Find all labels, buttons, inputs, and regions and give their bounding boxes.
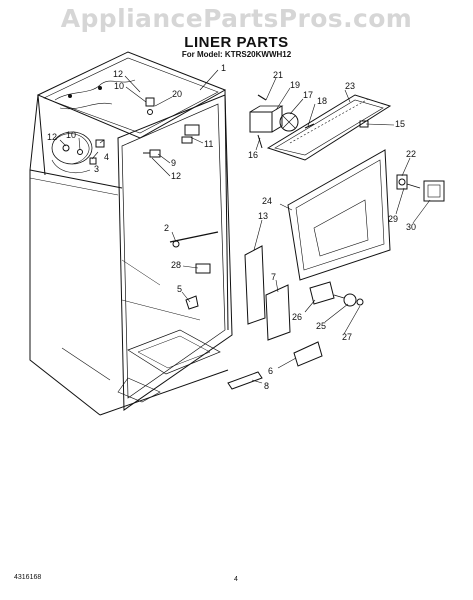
callout-8: 8 <box>264 381 269 391</box>
callout-26: 26 <box>292 312 302 322</box>
callout-16: 16 <box>248 150 258 160</box>
callout-18: 18 <box>317 96 327 106</box>
callout-21: 21 <box>273 70 283 80</box>
callout-5: 5 <box>177 284 182 294</box>
callout-27: 27 <box>342 332 352 342</box>
diagram-title: LINER PARTS <box>184 34 289 51</box>
model-line: For Model: KTRS20KWWH12 <box>181 50 292 59</box>
callout-10b: 10 <box>66 130 76 140</box>
callout-11: 11 <box>204 139 213 149</box>
callout-30: 30 <box>406 222 416 232</box>
freezer-back-panel <box>287 149 391 281</box>
page-number: 4 <box>234 576 238 583</box>
callout-1: 1 <box>221 63 226 73</box>
callout-numbers: 1 12 10 20 11 9 12 12 10 3 4 2 28 5 21 1… <box>47 63 416 391</box>
callout-19: 19 <box>290 80 300 90</box>
callout-2: 2 <box>164 223 169 233</box>
callout-24: 24 <box>262 196 272 206</box>
evaporator-top-panel <box>266 94 392 161</box>
control-knob-assembly <box>396 174 445 202</box>
bottom-strip <box>227 371 263 390</box>
callout-6: 6 <box>268 366 273 376</box>
cover-panel <box>265 284 291 341</box>
callout-25: 25 <box>316 321 326 331</box>
callout-15: 15 <box>395 119 405 129</box>
leader-lines <box>59 69 431 384</box>
callout-22: 22 <box>406 149 416 159</box>
callout-12b: 12 <box>171 171 181 181</box>
callout-3: 3 <box>94 164 99 174</box>
callout-17: 17 <box>303 90 313 100</box>
liner-cabinet <box>29 51 229 416</box>
liner-front-flange <box>117 94 233 411</box>
damper-assembly <box>309 281 364 307</box>
callout-12c: 12 <box>47 132 57 142</box>
callout-20: 20 <box>172 89 182 99</box>
callout-4: 4 <box>104 152 109 162</box>
callout-13: 13 <box>258 211 268 221</box>
callout-29: 29 <box>388 214 398 224</box>
liner-small-parts <box>169 231 219 310</box>
bracket-part <box>293 341 323 367</box>
watermark: AppliancePartsPros.com <box>60 4 413 33</box>
callout-23: 23 <box>345 81 355 91</box>
thermostat-and-light-parts <box>143 124 200 158</box>
fan-motor-assembly <box>249 94 315 149</box>
callout-10: 10 <box>114 81 124 91</box>
callout-7: 7 <box>271 272 276 282</box>
callout-12: 12 <box>113 69 123 79</box>
catalog-number: 4316168 <box>14 574 42 581</box>
callout-9: 9 <box>171 158 176 168</box>
callout-28: 28 <box>171 260 181 270</box>
air-duct-strip <box>244 245 266 325</box>
